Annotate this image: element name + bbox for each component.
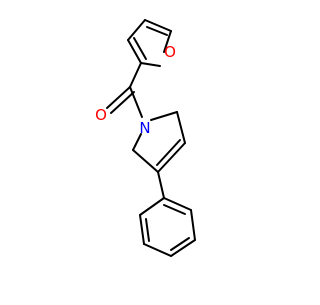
- bond-ph-2-3: [139, 214, 145, 245]
- bonds: [106, 19, 196, 257]
- bond-ph-6-1: [163, 197, 192, 211]
- bond-furan-c2-c3-inner: [133, 37, 147, 60]
- bond-ch2-ch: [176, 111, 186, 144]
- bond-furan-o-c2: [140, 62, 161, 67]
- bond-ph-3-4: [143, 243, 172, 257]
- bond-furan-c3-c4: [127, 19, 146, 41]
- bond-ch-c3: [157, 142, 186, 173]
- bond-ph-1-2: [139, 197, 165, 216]
- bond-ph-4-5: [170, 239, 196, 257]
- bond-ch2-left-n: [132, 133, 142, 151]
- bond-furan-c5-o: [163, 30, 172, 53]
- bond-ph-2-3-inner: [145, 218, 150, 242]
- bond-furan-c4-c5-inner: [146, 26, 168, 36]
- bond-ph-6-1-inner: [163, 204, 186, 215]
- bond-n-ch2-right: [150, 111, 178, 121]
- atom-label-furan-oxygen: O: [164, 43, 176, 61]
- molecule-structure: O O N: [95, 19, 196, 257]
- bond-ph-4-5-inner: [170, 237, 190, 251]
- atom-label-carbonyl-oxygen: O: [95, 106, 107, 124]
- bond-carbonyl-o: [106, 86, 131, 109]
- bond-c3-ch2-left: [132, 149, 159, 173]
- bond-carbonyl-n: [129, 86, 143, 118]
- bond-c3-phenyl: [157, 171, 165, 199]
- bond-carbonyl-o-inner: [110, 91, 135, 114]
- bond-ph-5-6: [190, 209, 196, 241]
- bond-ch-c3-inner: [156, 139, 181, 166]
- bond-furan-c4-c5: [144, 19, 172, 32]
- atom-label-nitrogen: N: [139, 119, 150, 137]
- molecule-diagram: O O N: [95, 19, 196, 257]
- bond-c2-carbonyl: [129, 62, 142, 88]
- atom-labels: O O N: [95, 43, 176, 137]
- bond-furan-c2-c3: [127, 39, 142, 64]
